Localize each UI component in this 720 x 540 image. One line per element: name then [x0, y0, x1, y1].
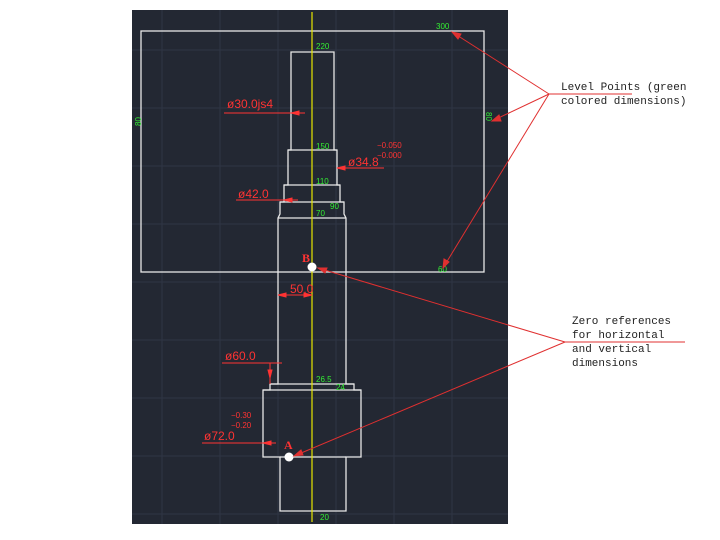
dim-24: 24 [336, 383, 345, 392]
dim-300: 300 [436, 22, 450, 31]
level-points-note: Level Points (green colored dimensions) [561, 81, 686, 109]
len50-arrow-right [303, 292, 313, 298]
leader-arrow-60 [442, 258, 450, 270]
dim-70: 70 [316, 209, 325, 218]
dia72-arrow [262, 440, 272, 446]
dia34-arrow [336, 165, 346, 171]
dim-60: 60 [438, 265, 447, 274]
dim-80-right: 80 [484, 112, 493, 121]
zero-reference-point-b [307, 262, 317, 272]
red-dimension-lines [202, 110, 384, 446]
dim-220: 220 [316, 42, 330, 51]
leader-to-300 [451, 31, 550, 95]
dim-90: 90 [330, 202, 339, 211]
leader-to-80 [491, 93, 550, 122]
zero-reference-point-a [284, 452, 294, 462]
zero-references-line-3: and vertical [572, 344, 652, 356]
dim-20: 20 [320, 513, 329, 522]
dim-len50: 50.0 [290, 282, 314, 296]
tolerance-upper: −0.050 [377, 141, 402, 150]
leader-arrow-80 [490, 114, 502, 122]
dia60-arrow [267, 369, 273, 379]
dim-dia72: ø72.0 [204, 429, 235, 443]
leader-arrow-b [316, 267, 328, 274]
dim-150: 150 [316, 142, 330, 151]
reference-label-a: A [284, 438, 293, 452]
len50-arrow-left [277, 292, 287, 298]
dim-80-left: 80 [134, 117, 143, 126]
leader-to-b [317, 267, 566, 343]
leader-to-60 [442, 93, 550, 269]
zero-references-line-2: for horizontal [572, 330, 665, 342]
dia42-arrow [283, 197, 293, 203]
leader-to-a [293, 341, 566, 457]
cad-canvas [132, 10, 508, 524]
zero-references-line-4: dimensions [572, 358, 639, 370]
dim-dia42: ø42.0 [238, 187, 269, 201]
dim-110: 110 [316, 177, 329, 186]
leader-arrow-a [292, 449, 304, 457]
tolerance-lower: −0.000 [377, 151, 402, 160]
tolerance2-upper: −0.30 [231, 411, 252, 420]
reference-label-b: B [302, 251, 310, 265]
dim-dia30: ø30.0js4 [227, 97, 273, 111]
dia30-arrow [290, 110, 300, 116]
level-points-line-1: Level Points (green [561, 82, 687, 94]
zero-references-line-1: Zero references [572, 316, 672, 328]
annotation-leaders [292, 31, 685, 457]
dim-dia34: ø34.8 [348, 155, 379, 169]
tolerance2-lower: −0.20 [231, 421, 252, 430]
dim-dia60: ø60.0 [225, 349, 256, 363]
level-points-line-2: colored dimensions) [561, 96, 687, 108]
dim-26-5: 26.5 [316, 375, 332, 384]
zero-references-note: Zero references for horizontal and verti… [572, 315, 671, 371]
leader-arrow-300 [450, 31, 462, 40]
